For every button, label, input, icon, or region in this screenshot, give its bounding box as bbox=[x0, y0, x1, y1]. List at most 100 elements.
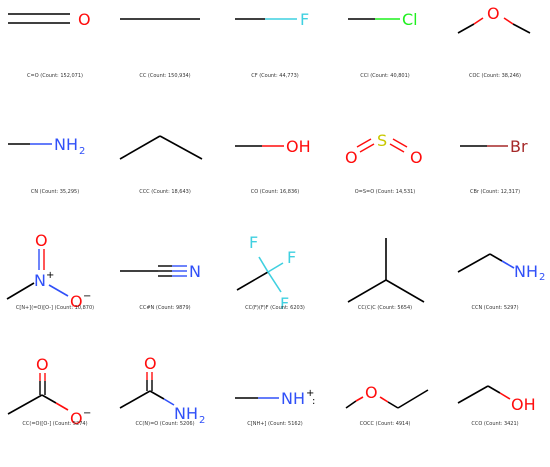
bond bbox=[119, 135, 161, 160]
molecule-caption: CBr (Count: 12,317) bbox=[469, 189, 521, 195]
atom-label: F bbox=[287, 248, 296, 267]
atom-label: O bbox=[70, 292, 83, 311]
molecule-caption: CO (Count: 16,836) bbox=[250, 189, 300, 195]
bond bbox=[48, 284, 69, 297]
structure-ethanol: OH bbox=[457, 385, 536, 414]
molecule-caption: CC(F)(F)F (Count: 6203) bbox=[245, 305, 305, 311]
molecule-caption: CC(=O)[O-] (Count: 5274) bbox=[22, 421, 88, 427]
bond bbox=[163, 398, 175, 406]
atom-label: O bbox=[365, 383, 378, 402]
molecule-caption: CC#N (Count: 9879) bbox=[139, 305, 191, 311]
atom-label: S bbox=[377, 131, 387, 150]
molecule-cell-ccl: Cl CCl (Count: 40,801) bbox=[330, 0, 440, 116]
molecule-cell-cc: CC (Count: 150,934) bbox=[110, 0, 220, 116]
structure-ccl: Cl bbox=[348, 10, 418, 29]
bond bbox=[389, 143, 405, 153]
molecule-cell-methylammonium: NH + : C[NH+] (Count: 5162) bbox=[220, 348, 330, 464]
atom-radical: : bbox=[312, 396, 315, 407]
atom-label: Cl bbox=[402, 10, 418, 29]
molecule-caption: CCl (Count: 40,801) bbox=[360, 73, 410, 79]
structure-c-o: O bbox=[8, 10, 91, 29]
bond bbox=[41, 394, 57, 404]
atom-label: O bbox=[78, 10, 91, 29]
molecule-cell-c-o: O C=O (Count: 152,071) bbox=[0, 0, 110, 116]
bond bbox=[487, 385, 501, 394]
atom-label: O bbox=[36, 355, 49, 374]
structure-isobutane bbox=[347, 238, 425, 303]
atom-label: F bbox=[280, 294, 289, 313]
bond bbox=[379, 396, 389, 403]
bond bbox=[347, 279, 387, 303]
bond bbox=[236, 271, 269, 291]
atom-label: NH bbox=[54, 135, 78, 154]
structure-coc-ethyl: O bbox=[345, 383, 429, 409]
structure-cn: NH 2 bbox=[8, 135, 85, 157]
bond bbox=[345, 400, 357, 409]
bond bbox=[159, 135, 203, 160]
molecule-cell-nitrile: N CC#N (Count: 9879) bbox=[110, 232, 220, 348]
atom-label: N bbox=[34, 271, 46, 290]
bond bbox=[149, 390, 165, 400]
molecule-cell-coc-ethyl: O COCC (Count: 4914) bbox=[330, 348, 440, 464]
bond bbox=[457, 253, 491, 273]
bond bbox=[397, 389, 429, 409]
atom-label: Br bbox=[510, 137, 528, 156]
atom-label: NH bbox=[281, 389, 305, 408]
bond bbox=[258, 256, 269, 273]
molecule-caption: C[N+](=O)[O-] (Count: 10,870) bbox=[15, 305, 95, 311]
molecule-caption: CN (Count: 35,295) bbox=[30, 189, 80, 195]
bond bbox=[267, 262, 284, 273]
bond bbox=[387, 401, 399, 409]
atom-label: O bbox=[410, 148, 423, 167]
molecule-caption: CC (Count: 150,934) bbox=[139, 73, 191, 79]
bond bbox=[499, 392, 511, 400]
molecule-cell-co: OH CO (Count: 16,836) bbox=[220, 116, 330, 232]
atom-label: OH bbox=[286, 137, 311, 156]
atom-subscript: 2 bbox=[79, 146, 85, 157]
atom-label: NH bbox=[174, 404, 198, 423]
structure-co: OH bbox=[235, 137, 311, 156]
bond bbox=[119, 390, 151, 409]
atom-charge: − bbox=[83, 291, 91, 302]
molecule-caption: COCC (Count: 4914) bbox=[359, 421, 411, 427]
bond bbox=[503, 17, 514, 25]
molecule-cell-isobutane: CC(C)C (Count: 5654) bbox=[330, 232, 440, 348]
bond bbox=[359, 143, 375, 153]
bond bbox=[392, 138, 408, 148]
molecule-cell-cf: F CF (Count: 44,773) bbox=[220, 0, 330, 116]
molecule-cell-cbr: Br CBr (Count: 12,317) bbox=[440, 116, 550, 232]
structure-ccn: NH 2 bbox=[457, 253, 545, 283]
structure-coc: O bbox=[457, 4, 531, 34]
molecule-cell-ccn: NH 2 CCN (Count: 5297) bbox=[440, 232, 550, 348]
structure-nitrile: N bbox=[120, 262, 201, 281]
structure-cf3: F F F bbox=[236, 233, 296, 313]
molecule-cell-nitro: O N + O − C[N+](=O)[O-] (Count: 10,870) bbox=[0, 231, 110, 348]
structure-methylammonium: NH + : bbox=[235, 388, 315, 408]
structure-nitro: O N + O − bbox=[6, 231, 91, 311]
molecule-cell-cf3: F F F CC(F)(F)F (Count: 6203) bbox=[220, 232, 330, 348]
structure-cc bbox=[120, 18, 200, 20]
atom-label: F bbox=[249, 233, 258, 252]
atom-charge: + bbox=[46, 270, 54, 281]
molecule-caption: C=O (Count: 152,071) bbox=[27, 73, 83, 79]
molecule-cell-coc: O COC (Count: 38,246) bbox=[440, 0, 550, 116]
molecule-caption: CF (Count: 44,773) bbox=[251, 73, 299, 79]
bond bbox=[267, 271, 282, 293]
atom-label: N bbox=[189, 262, 201, 281]
atom-charge: + bbox=[306, 388, 314, 399]
molecule-cell-cn: NH 2 CN (Count: 35,295) bbox=[0, 116, 110, 232]
atom-label: O bbox=[345, 148, 358, 167]
atom-label: O bbox=[70, 409, 83, 428]
molecule-cell-ccc: CCC (Count: 18,643) bbox=[110, 116, 220, 232]
molecule-caption: CCO (Count: 3421) bbox=[471, 421, 519, 427]
molecule-cell-acetate: O O − CC(=O)[O-] (Count: 5274) bbox=[0, 348, 110, 464]
molecule-caption: O=S=O (Count: 14,531) bbox=[354, 189, 416, 195]
atom-label: F bbox=[300, 10, 309, 29]
atom-charge: − bbox=[83, 408, 91, 419]
molecule-caption: CC(N)=O (Count: 5206) bbox=[135, 421, 195, 427]
molecule-caption: COC (Count: 38,246) bbox=[468, 73, 522, 79]
molecule-caption: CC(C)C (Count: 5654) bbox=[357, 305, 413, 311]
atom-subscript: 2 bbox=[199, 415, 205, 426]
molecule-caption: CCC (Count: 18,643) bbox=[139, 189, 191, 195]
